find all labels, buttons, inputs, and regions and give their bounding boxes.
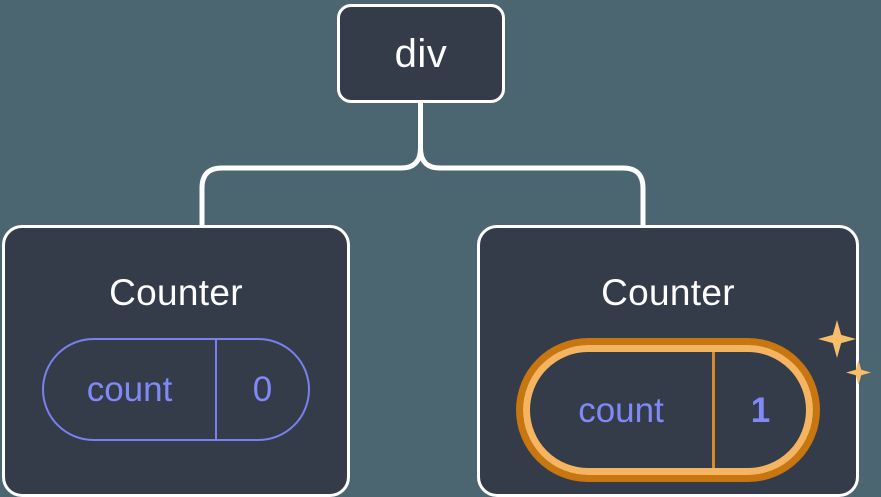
state-pill-wrap-left: count 0 xyxy=(42,338,310,441)
state-value-right: 1 xyxy=(750,390,771,430)
node-div[interactable]: div xyxy=(337,4,505,103)
state-pill-right[interactable]: count 1 xyxy=(523,345,813,475)
node-counter-right-title: Counter xyxy=(601,272,735,313)
state-key-right: count xyxy=(530,352,715,468)
node-counter-left[interactable]: Counter count 0 xyxy=(2,225,350,497)
state-key-left: count xyxy=(44,340,217,439)
sparkle-small-icon xyxy=(846,360,871,385)
state-pill-wrap-right: count 1 xyxy=(516,320,871,482)
state-value-left: 0 xyxy=(252,370,273,409)
node-counter-right[interactable]: Counter count 1 xyxy=(477,225,871,497)
node-counter-left-title: Counter xyxy=(109,272,243,313)
node-div-label: div xyxy=(394,31,448,76)
sparkle-group xyxy=(816,320,876,400)
sparkle-large-icon xyxy=(818,320,856,358)
state-pill-left[interactable]: count 0 xyxy=(42,338,310,441)
